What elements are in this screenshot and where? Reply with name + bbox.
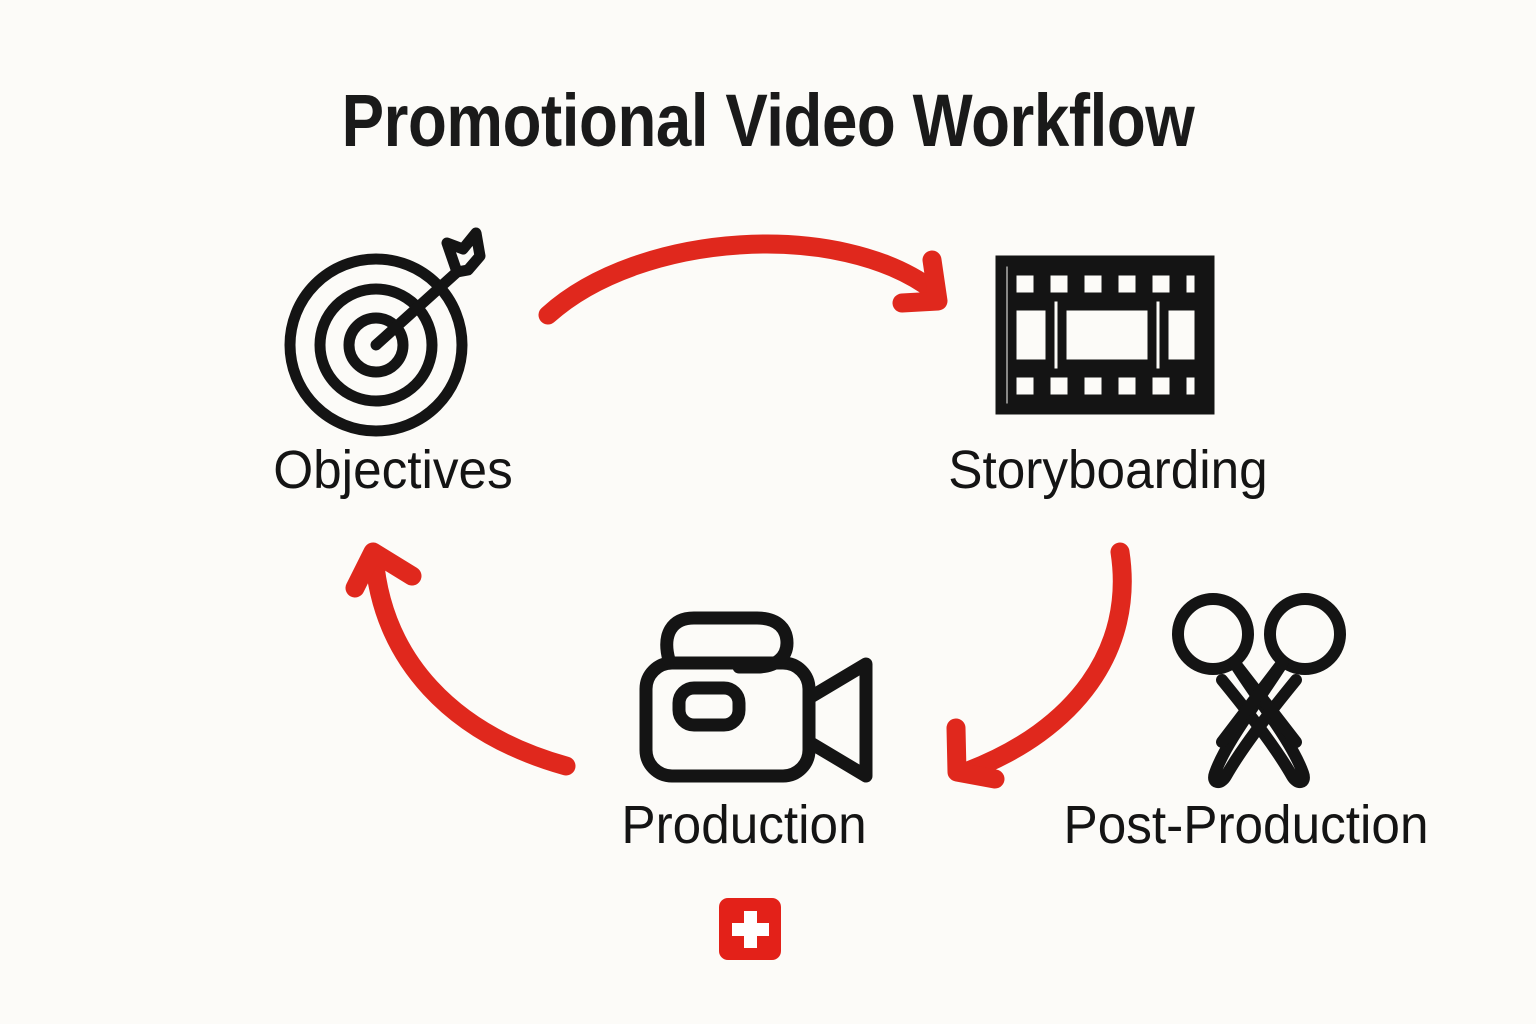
arrow-head — [345, 542, 422, 598]
target-ring-outer — [284, 253, 468, 437]
arrow-storyboarding-to-post-production — [946, 542, 1132, 789]
arrow-production-to-objectives — [345, 542, 576, 776]
arrow-head — [892, 250, 948, 313]
node-label-objectives: Objectives — [273, 440, 513, 500]
film-frames — [1007, 301, 1204, 369]
film-strip-icon — [995, 255, 1215, 415]
plus-cross-icon-horizontal — [731, 922, 769, 936]
film-strip-outline — [995, 255, 1215, 415]
scissors-handle-right — [1264, 593, 1346, 675]
scissors-pivot-shaft-a — [1228, 656, 1302, 748]
arrow-head — [946, 718, 1005, 789]
camera-handle — [660, 611, 794, 674]
node-label-post-production: Post-Production — [1063, 795, 1429, 855]
camera-lens — [802, 657, 873, 783]
video-camera-icon — [639, 611, 873, 783]
camera-viewport — [672, 681, 746, 732]
scissors-icon — [1172, 593, 1346, 788]
arrow-shaft — [958, 542, 1132, 781]
scissors-handle-left — [1172, 593, 1254, 675]
target-arrow-fletching — [441, 227, 486, 278]
target-ring-inner — [343, 312, 409, 378]
target-ring-middle — [314, 283, 438, 407]
arrow-objectives-to-storyboarding — [538, 234, 948, 325]
node-label-production: Production — [621, 795, 867, 855]
page-title: Promotional Video Workflow — [341, 79, 1195, 162]
film-sprockets-bottom — [1007, 368, 1204, 404]
arrow-shaft — [538, 234, 944, 325]
arrow-shaft — [364, 546, 576, 776]
swiss-cross-badge — [719, 898, 781, 960]
target-arrow-shaft — [370, 266, 463, 351]
target-bullseye-arrow-icon — [284, 227, 486, 437]
node-label-storyboarding: Storyboarding — [948, 440, 1268, 500]
film-sprockets-top — [1007, 266, 1204, 302]
scissors-pivot-shaft-b — [1216, 656, 1289, 748]
